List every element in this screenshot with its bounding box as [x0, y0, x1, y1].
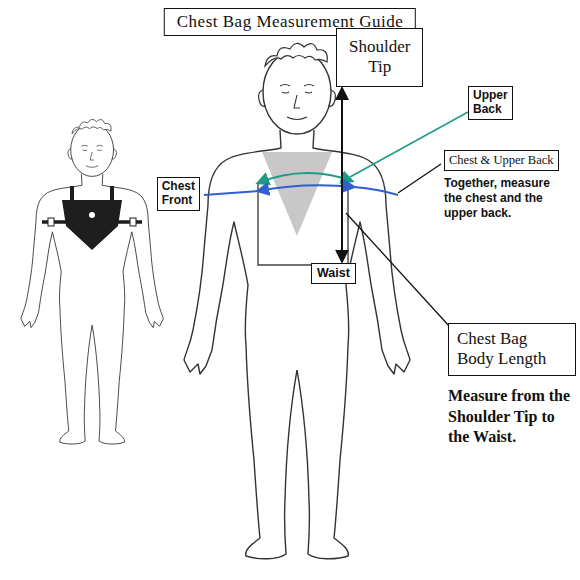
chest-front-line: [204, 191, 258, 195]
small-figure: [21, 119, 163, 444]
body-length-label: Chest Bag Body LengthMeasure from the Sh…: [448, 323, 576, 448]
chest-upper-back-leader: [398, 164, 441, 193]
chest-wrap-line: [354, 187, 398, 195]
box-text: Upper Back: [473, 89, 508, 117]
chest-upper-back-label: Chest & Upper BackTogether, measure the …: [444, 150, 572, 221]
torso-outline: [258, 184, 348, 265]
box-text: Chest Bag Body Length: [448, 323, 576, 376]
chest-arc: [258, 185, 354, 191]
shoulder-tip-label: Shoulder Tip: [336, 28, 423, 87]
body-length-leader: [346, 213, 450, 327]
box-text: Chest Front: [162, 180, 195, 208]
upper-back-arc: [258, 173, 352, 183]
chest-front-label: Chest Front: [157, 177, 200, 211]
chest-bag-shape: [262, 152, 332, 236]
box-text: Shoulder Tip: [349, 37, 410, 78]
measure-arrow: [341, 89, 343, 261]
note-text: Together, measure the chest and the uppe…: [444, 176, 570, 221]
upper-back-label: Upper Back: [468, 86, 513, 120]
waist-label: Waist: [311, 263, 356, 284]
large-figure: [184, 43, 410, 558]
note-text: Measure from the Shoulder Tip to the Wai…: [448, 386, 572, 448]
box-text: Chest & Upper Back: [444, 150, 559, 171]
small-harness: [42, 186, 142, 250]
box-text: Waist: [317, 266, 350, 281]
